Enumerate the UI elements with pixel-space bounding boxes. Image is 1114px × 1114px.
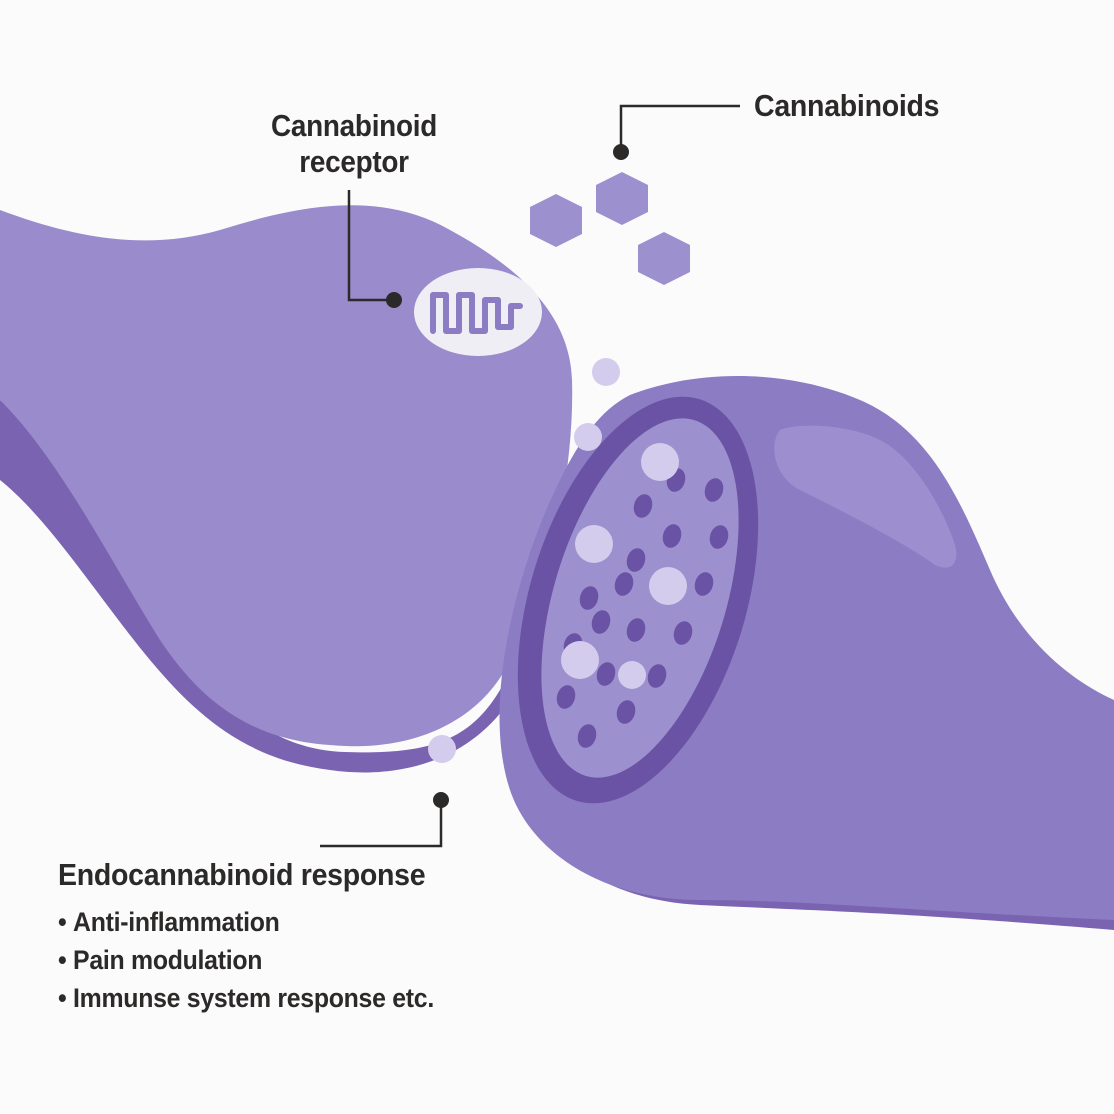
receptor-site <box>626 548 646 572</box>
cannabinoids-leader-line <box>619 104 740 152</box>
receptor-site <box>709 525 729 549</box>
receptor-label-line2: receptor <box>299 144 409 179</box>
cannabinoid-receptor-label: Cannabinoid receptor <box>264 108 444 180</box>
cannabinoids-label: Cannabinoids <box>754 88 940 123</box>
receptor-site <box>673 621 693 645</box>
endocannabinoid-particles <box>428 358 687 763</box>
hexagon-molecule <box>638 232 690 285</box>
receptor-site <box>577 724 597 748</box>
particle <box>561 641 599 679</box>
hexagon-molecule <box>596 172 648 225</box>
endocannabinoid-response-title: Endocannabinoid response <box>58 857 426 892</box>
receptor-site <box>647 664 667 688</box>
receptor-site <box>614 572 634 596</box>
receptor-site <box>591 610 611 634</box>
terminal-face <box>541 418 739 778</box>
hexagon-molecule <box>530 194 582 247</box>
presynaptic-neuron-shadow <box>0 400 572 773</box>
receptor-site <box>694 572 714 596</box>
leader-lines <box>320 104 740 848</box>
effect-item: Immunse system response etc. <box>58 979 434 1017</box>
receptor-leader-dot <box>386 292 402 308</box>
receptor-site <box>579 586 599 610</box>
receptor-sites <box>556 468 729 748</box>
receptor-site <box>662 524 682 548</box>
leader-dots <box>386 144 629 808</box>
receptor-site <box>616 700 636 724</box>
particle <box>618 661 646 689</box>
receptor-leader-line <box>347 190 394 302</box>
cannabinoids-leader-dot <box>613 144 629 160</box>
presynaptic-neuron-body <box>0 205 573 747</box>
response-leader-dot <box>433 792 449 808</box>
receptor-site <box>556 685 576 709</box>
receptor-site <box>626 618 646 642</box>
receptor-label-line1: Cannabinoid <box>271 108 437 143</box>
particle <box>575 525 613 563</box>
synaptic-terminal <box>517 396 759 804</box>
particle <box>428 735 456 763</box>
particle <box>574 423 602 451</box>
effect-item: Anti-inflammation <box>58 903 434 941</box>
receptor-coil-icon <box>430 292 523 334</box>
receptor-site <box>633 494 653 518</box>
particle <box>649 567 687 605</box>
effect-item: Pain modulation <box>58 941 434 979</box>
postsynaptic-highlight <box>774 425 957 568</box>
effects-list: Anti-inflammation Pain modulation Immuns… <box>58 903 434 1017</box>
receptor-site <box>704 478 724 502</box>
cannabinoid-molecules <box>530 172 690 285</box>
cannabinoid-receptor <box>414 268 542 356</box>
receptor-site <box>596 662 616 686</box>
particle <box>641 443 679 481</box>
response-leader-line <box>320 800 443 848</box>
particle <box>592 358 620 386</box>
presynaptic-neuron <box>0 205 573 773</box>
endocannabinoid-response-block: Endocannabinoid response Anti-inflammati… <box>58 855 434 1017</box>
